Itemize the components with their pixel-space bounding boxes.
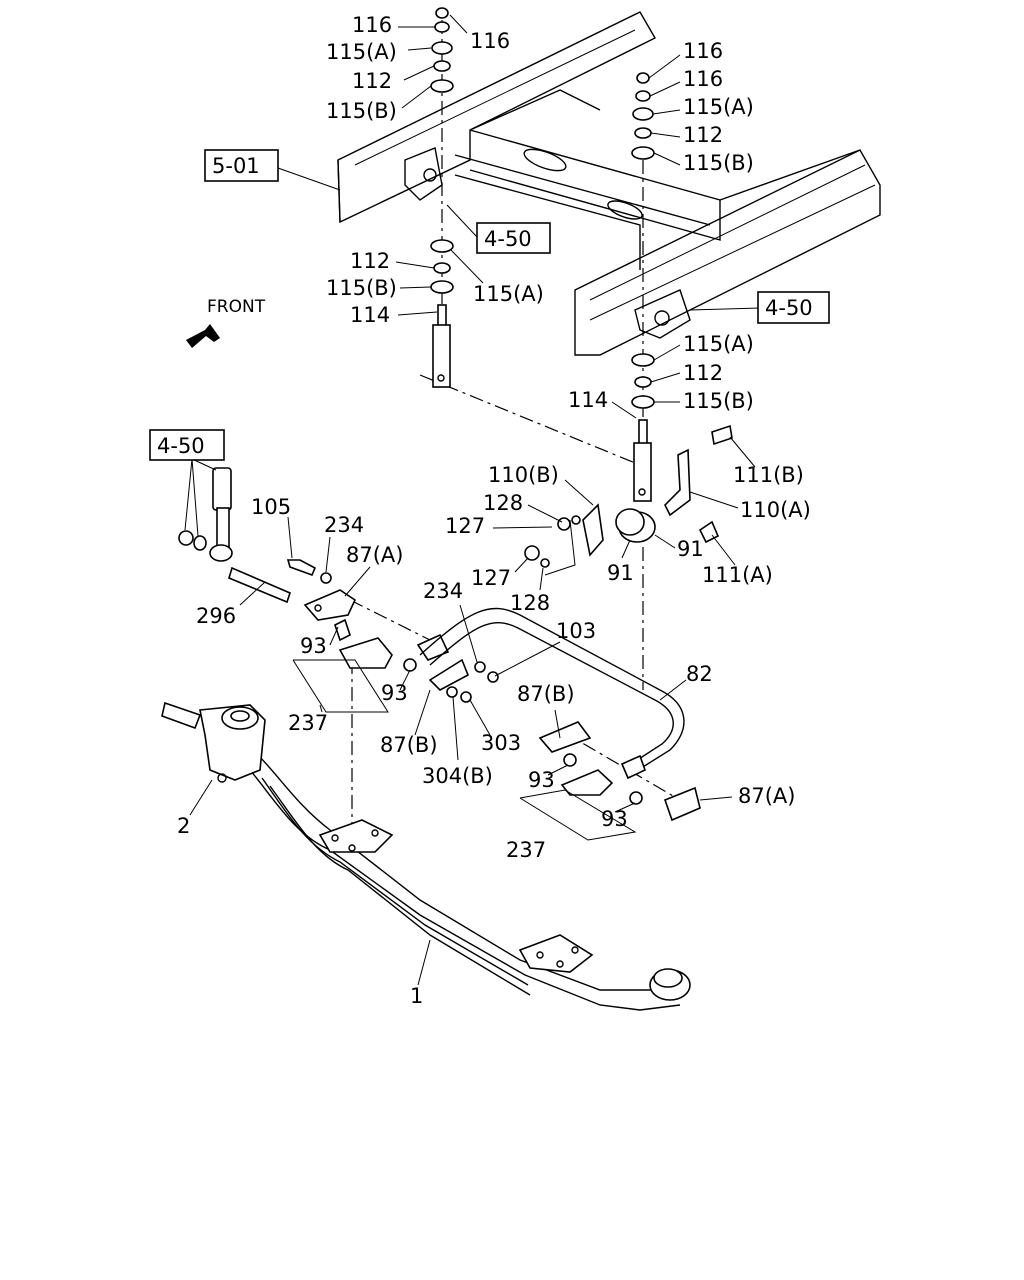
- callout: 91: [677, 537, 704, 561]
- callout: 2: [177, 814, 190, 838]
- callout: 116: [683, 67, 723, 91]
- leader-lines: [184, 14, 761, 986]
- callout: 114: [568, 388, 608, 412]
- ref-box-bracket-right: 4-50: [757, 291, 830, 324]
- callout: 93: [601, 807, 628, 831]
- callout: 116: [352, 13, 392, 37]
- callout: 234: [324, 513, 364, 537]
- callout: 103: [556, 619, 596, 643]
- callout: 115(B): [683, 389, 754, 413]
- svg-text:5-01: 5-01: [212, 154, 260, 178]
- frame-rails: [337, 11, 881, 356]
- callout-labels: 116 116 115(A) 112 115(B) 116 116 115(A)…: [177, 13, 811, 1008]
- callout: 115(A): [683, 332, 754, 356]
- callout: 115(A): [326, 40, 397, 64]
- svg-text:4-50: 4-50: [484, 227, 532, 251]
- steering-knuckle: [161, 701, 266, 783]
- ref-box-frame: 5-01: [204, 149, 279, 182]
- front-axle-beam: [239, 739, 691, 1011]
- callout: 112: [352, 69, 392, 93]
- washer-stack-left: [430, 7, 454, 294]
- callout: 91: [607, 561, 634, 585]
- callout: 93: [381, 681, 408, 705]
- svg-text:4-50: 4-50: [765, 296, 813, 320]
- callout: 82: [686, 662, 713, 686]
- bolts-left: [228, 559, 332, 604]
- ref-box-shock: 4-50: [149, 429, 225, 461]
- callout: 116: [683, 39, 723, 63]
- callout: 105: [251, 495, 291, 519]
- callout: 87(A): [346, 543, 403, 567]
- callout: 110(B): [488, 463, 559, 487]
- callout: 114: [350, 303, 390, 327]
- callout: 237: [288, 711, 328, 735]
- callout: 93: [528, 768, 555, 792]
- front-label: FRONT: [207, 297, 266, 317]
- callout: 110(A): [740, 498, 811, 522]
- assembly-centerlines: [349, 20, 681, 830]
- callout: 87(A): [738, 784, 795, 808]
- callout: 127: [471, 566, 511, 590]
- callout: 115(B): [326, 276, 397, 300]
- callout: 116: [470, 29, 510, 53]
- callout: 127: [445, 514, 485, 538]
- callout: 112: [350, 249, 390, 273]
- callout: 111(A): [702, 563, 773, 587]
- stabilizer-bar: [419, 607, 685, 780]
- bracket-group-right: [538, 721, 701, 822]
- callout: 1: [410, 984, 423, 1008]
- callout: 112: [683, 361, 723, 385]
- callout: 87(B): [517, 682, 575, 706]
- callout: 111(B): [733, 463, 804, 487]
- callout: 115(B): [683, 151, 754, 175]
- ref-box-bracket-upper: 4-50: [476, 222, 551, 254]
- callout: 115(A): [683, 95, 754, 119]
- svg-text:4-50: 4-50: [157, 434, 205, 458]
- callout: 128: [510, 591, 550, 615]
- callout: 234: [423, 579, 463, 603]
- shock-absorber: [178, 467, 233, 562]
- callout: 115(B): [326, 99, 397, 123]
- callout: 112: [683, 123, 723, 147]
- callout: 115(A): [473, 282, 544, 306]
- callout: 303: [481, 731, 521, 755]
- callout: 296: [196, 604, 236, 628]
- callout: 128: [483, 491, 523, 515]
- callout: 304(B): [422, 764, 493, 788]
- callout: 93: [300, 634, 327, 658]
- front-arrow-icon: [186, 324, 220, 348]
- stabilizer-link-left: [432, 304, 451, 388]
- callout: 87(B): [380, 733, 438, 757]
- callout: 237: [506, 838, 546, 862]
- clamp-assembly-right: [524, 424, 733, 568]
- stabilizer-link-right: [633, 419, 652, 502]
- washer-stack-right: [631, 72, 655, 409]
